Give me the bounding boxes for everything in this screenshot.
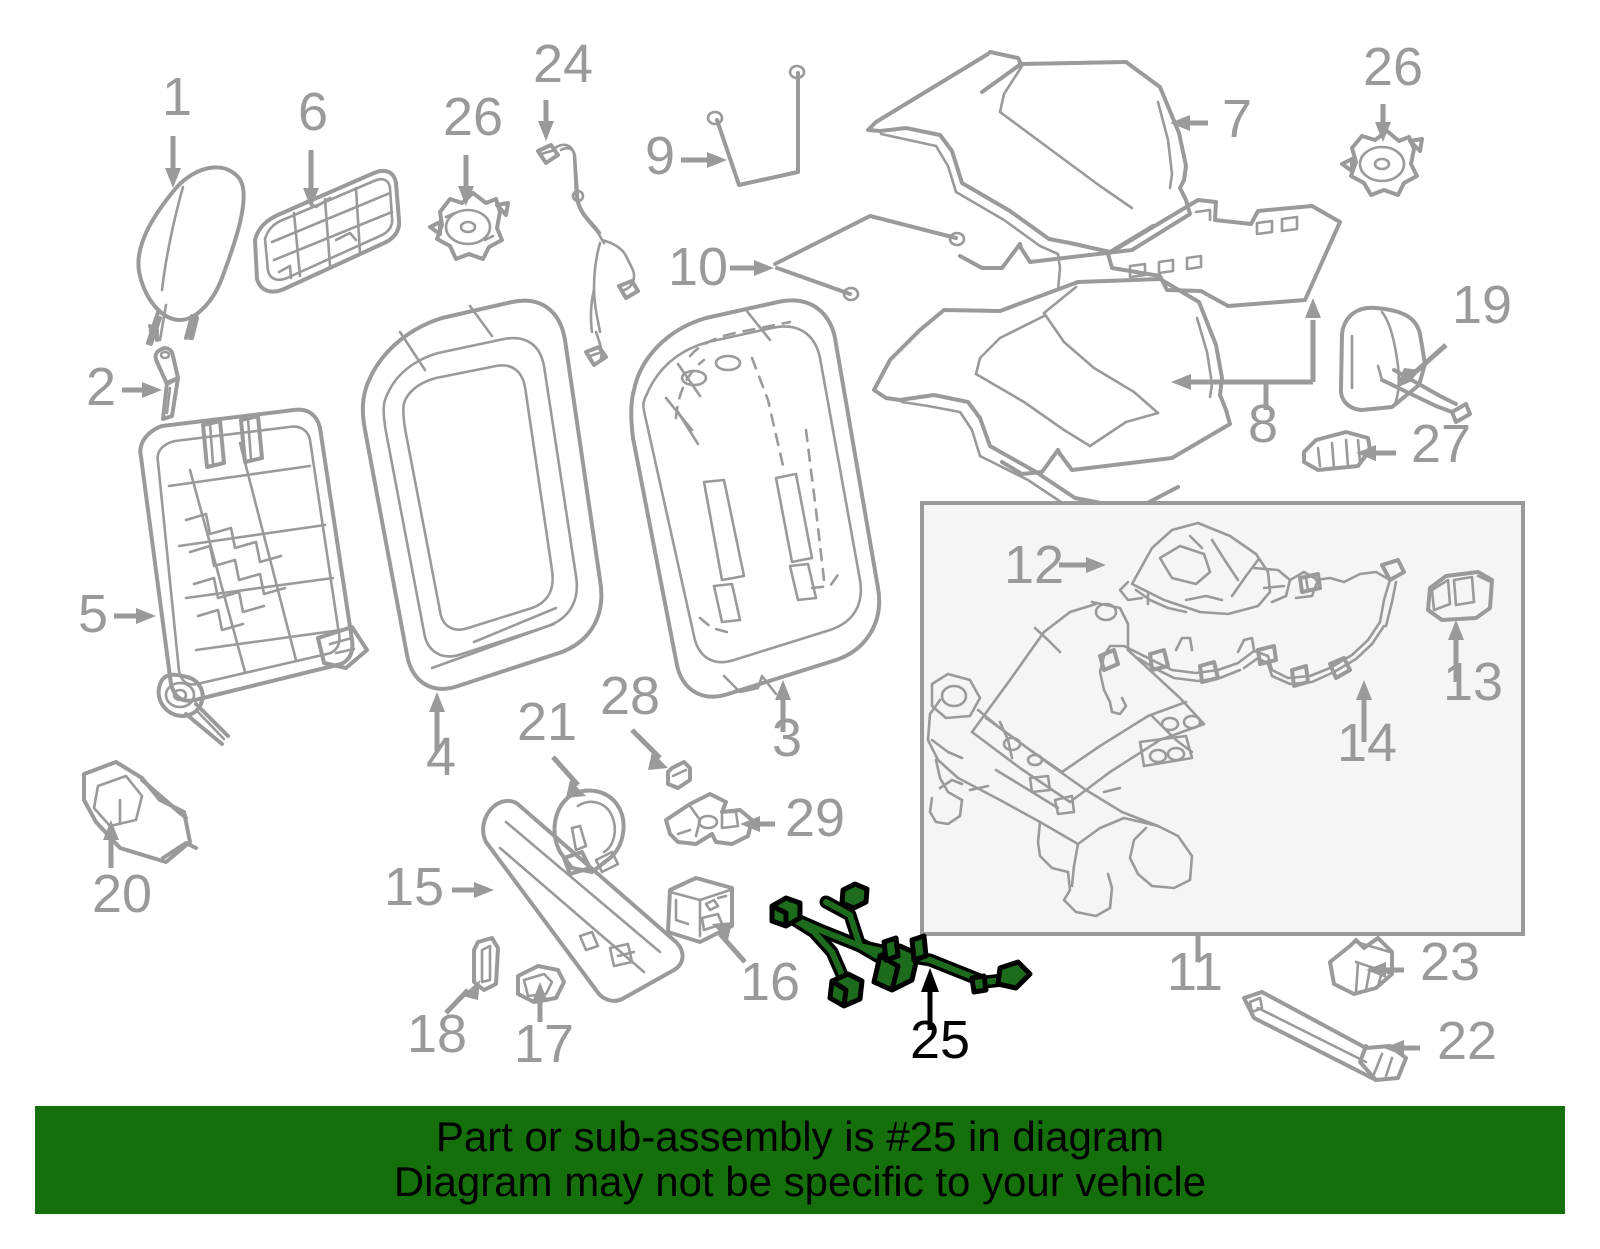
part-connector-module <box>1426 570 1494 622</box>
callout-label-19: 19 <box>1452 275 1512 335</box>
callout-label-24: 24 <box>533 34 593 94</box>
part-seat-wire-hook <box>706 64 806 187</box>
callout-label-3: 3 <box>772 708 802 768</box>
part-seat-wire-harness-highlighted <box>769 881 1033 1009</box>
callout-label-28: 28 <box>600 666 660 726</box>
callout-label-26b: 26 <box>1363 37 1423 97</box>
callout-label-13: 13 <box>1443 652 1503 712</box>
part-seat-wire-rod <box>773 214 966 302</box>
callout-label-5: 5 <box>78 584 108 644</box>
callout-label-4: 4 <box>426 727 456 787</box>
callout-label-18: 18 <box>407 1004 467 1064</box>
callout-label-23: 23 <box>1420 932 1480 992</box>
callout-label-11: 11 <box>1167 942 1223 1002</box>
callout-leaders <box>103 100 1464 1056</box>
part-seat-back-pad <box>629 298 882 699</box>
part-seat-cushion-pad <box>1106 198 1342 308</box>
callout-label-2: 2 <box>86 357 116 417</box>
callout-label-1: 1 <box>162 67 192 127</box>
part-recliner-motor-gear-left <box>428 191 510 261</box>
part-seat-side-shield <box>481 799 685 1003</box>
part-seat-back-frame <box>138 407 369 746</box>
callout-label-22: 22 <box>1437 1011 1497 1071</box>
callout-label-17: 17 <box>514 1014 574 1074</box>
part-seat-cushion-cover <box>866 50 1192 292</box>
callout-label-7: 7 <box>1222 89 1252 149</box>
part-seat-rail-trim <box>1242 990 1408 1082</box>
banner-line-1: Part or sub-assembly is #25 in diagram <box>435 1113 1165 1161</box>
part-wire-clip <box>666 760 692 790</box>
part-lever-trim-cap <box>1302 430 1372 472</box>
callout-label-26: 26 <box>443 87 503 147</box>
callout-label-25: 25 <box>910 1010 970 1070</box>
callout-label-21: 21 <box>517 692 577 752</box>
inset-box <box>920 501 1525 936</box>
callout-numbers: 1 2 3 4 5 6 7 8 9 10 11 12 13 14 15 16 1… <box>78 34 1512 1074</box>
part-hinge-cover <box>82 760 198 864</box>
part-headrest-guide-trim <box>253 168 402 294</box>
callout-label-8: 8 <box>1248 394 1278 454</box>
callout-label-29: 29 <box>785 788 845 848</box>
callout-label-15: 15 <box>384 857 444 917</box>
part-recliner-motor-gear-right <box>1340 129 1424 197</box>
callout-label-20: 20 <box>92 864 152 924</box>
part-seat-back-wire-harness <box>536 143 640 367</box>
part-headrest-bezel <box>552 788 626 876</box>
callout-label-27: 27 <box>1411 414 1471 474</box>
callout-label-16: 16 <box>740 952 800 1012</box>
callout-label-6: 6 <box>298 82 328 142</box>
part-recliner-lever <box>1338 305 1472 424</box>
part-seat-back-cover <box>360 298 604 691</box>
part-adjuster-wire-harness <box>1098 558 1406 716</box>
part-trim-cap-small <box>516 964 566 1004</box>
part-headrest-guide-sleeve <box>153 346 180 421</box>
part-seat-belt-anchor-bracket <box>664 792 754 846</box>
info-banner: Part or sub-assembly is #25 in diagram D… <box>35 1106 1565 1214</box>
callout-label-10: 10 <box>668 237 728 297</box>
part-headrest <box>136 165 246 342</box>
callout-label-9: 9 <box>645 126 675 186</box>
part-trim-clip <box>472 936 500 992</box>
banner-line-2: Diagram may not be specific to your vehi… <box>393 1158 1207 1205</box>
callout-label-12: 12 <box>1004 535 1064 595</box>
part-seat-adjuster-assembly <box>926 600 1206 918</box>
part-headrest-posts <box>146 303 198 346</box>
callout-label-14: 14 <box>1337 713 1397 773</box>
